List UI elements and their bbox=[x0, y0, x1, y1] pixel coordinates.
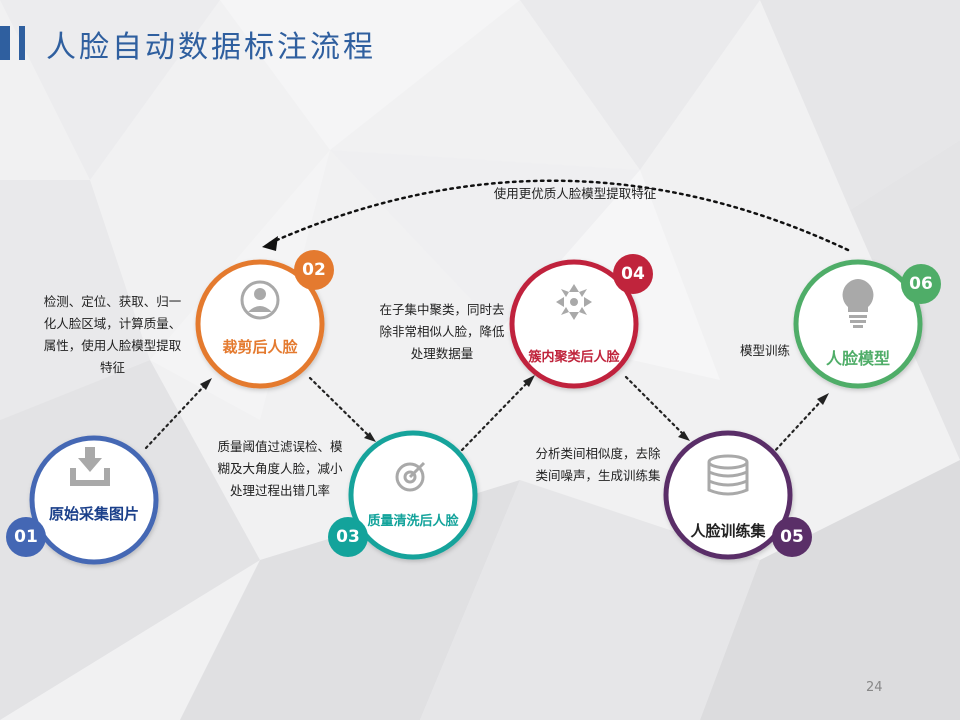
lightbulb-icon bbox=[842, 279, 874, 328]
arrowhead-01-02 bbox=[200, 378, 212, 390]
connector-01-02 bbox=[144, 383, 207, 450]
step-circle-04 bbox=[509, 259, 639, 389]
arrowhead-03-04 bbox=[523, 375, 535, 387]
connector-03-04 bbox=[460, 380, 530, 452]
cluster-icon bbox=[556, 284, 592, 320]
feedback-label: 使用更优质人脸模型提取特征 bbox=[493, 186, 657, 201]
description-step-01: 检测、定位、获取、归一 化人脸区域，计算质量、 属性，使用人脸模型提取 特征 bbox=[43, 294, 182, 375]
step-label-05: 人脸训练集 bbox=[690, 522, 766, 540]
connector-04-05 bbox=[624, 375, 684, 435]
description-step-04: 分析类间相似度，去除 类间噪声，生成训练集 bbox=[535, 446, 661, 483]
connector-02-03 bbox=[308, 376, 370, 437]
step-circle-01 bbox=[29, 435, 159, 565]
step-number-02: 02 bbox=[294, 250, 334, 290]
target-icon bbox=[395, 461, 426, 492]
step-label-03: 质量清洗后人脸 bbox=[367, 514, 459, 529]
title-accent-bar-thin bbox=[19, 26, 25, 60]
step-circle-02 bbox=[195, 259, 325, 389]
title-accent-bar bbox=[0, 26, 10, 60]
page-number: 24 bbox=[866, 680, 883, 695]
arrowhead-02-03 bbox=[364, 432, 376, 442]
download-icon bbox=[70, 447, 110, 486]
user-icon bbox=[240, 280, 280, 320]
step-label-04: 簇内聚类后人脸 bbox=[528, 350, 620, 365]
arrowhead-05-06 bbox=[817, 393, 829, 405]
page-title: 人脸自动数据标注流程 bbox=[46, 30, 376, 65]
description-step-02: 质量阈值过滤误检、模 糊及大角度人脸，减小 处理过程出错几率 bbox=[217, 439, 343, 498]
description-step-05: 模型训练 bbox=[739, 343, 790, 358]
step-label-01: 原始采集图片 bbox=[48, 505, 139, 523]
description-step-03: 在子集中聚类，同时去 除非常相似人脸，降低 处理数据量 bbox=[379, 302, 505, 361]
step-number-05: 05 bbox=[772, 517, 812, 557]
step-label-02: 裁剪后人脸 bbox=[222, 338, 298, 356]
step-number-03: 03 bbox=[328, 517, 368, 557]
step-circle-03 bbox=[348, 430, 478, 560]
step-number-04: 04 bbox=[613, 254, 653, 294]
step-number-01: 01 bbox=[6, 517, 46, 557]
arrowhead-04-05 bbox=[678, 431, 690, 441]
step-label-06: 人脸模型 bbox=[825, 349, 890, 368]
step-circle-06 bbox=[793, 259, 923, 389]
step-number-06: 06 bbox=[901, 264, 941, 304]
feedback-arc bbox=[268, 179, 850, 252]
feedback-arrowhead bbox=[262, 236, 278, 251]
connector-05-06 bbox=[770, 398, 824, 456]
database-icon bbox=[707, 454, 749, 496]
